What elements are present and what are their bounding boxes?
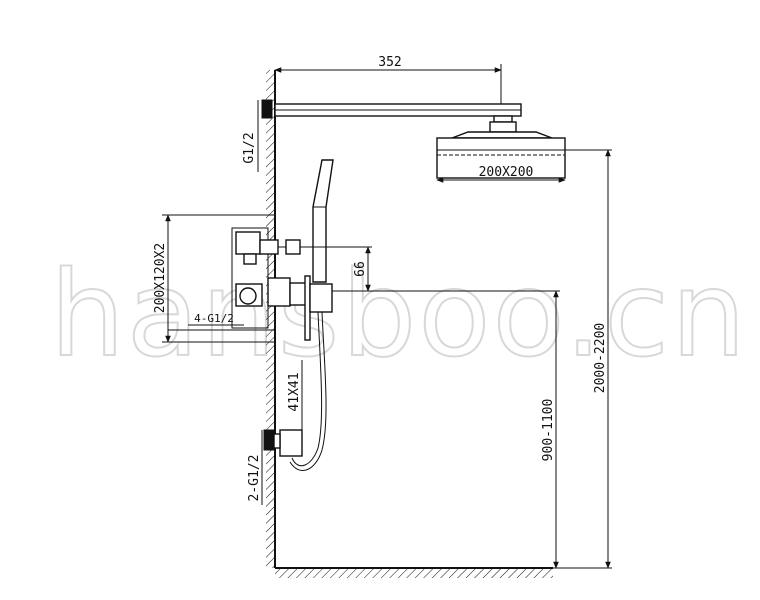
dim-outlet-bottom: 2-G1/2 — [247, 455, 262, 502]
dim-box-inlets: 4-G1/2 — [194, 312, 234, 325]
floor — [275, 567, 553, 578]
dim-mixer-height: 900-1100 — [541, 399, 556, 462]
hand-shower — [312, 159, 334, 283]
dim-box-size: 200X120X2 — [153, 243, 168, 313]
shower-head — [436, 137, 566, 179]
dim-arm-length: 352 — [378, 55, 401, 70]
shower-arm — [261, 99, 553, 139]
dim-spout-drop: 66 — [353, 261, 368, 277]
concealed-box — [167, 214, 301, 343]
dim-head-size: 200X200 — [479, 165, 534, 180]
mixer — [267, 275, 333, 341]
dim-holder-size: 41X41 — [287, 372, 302, 411]
dim-head-height: 2000-2200 — [593, 323, 608, 393]
wall — [266, 70, 276, 568]
hose-and-holder — [263, 311, 327, 471]
dim-inlet-top: G1/2 — [242, 132, 257, 163]
dimension-lines — [162, 64, 612, 569]
